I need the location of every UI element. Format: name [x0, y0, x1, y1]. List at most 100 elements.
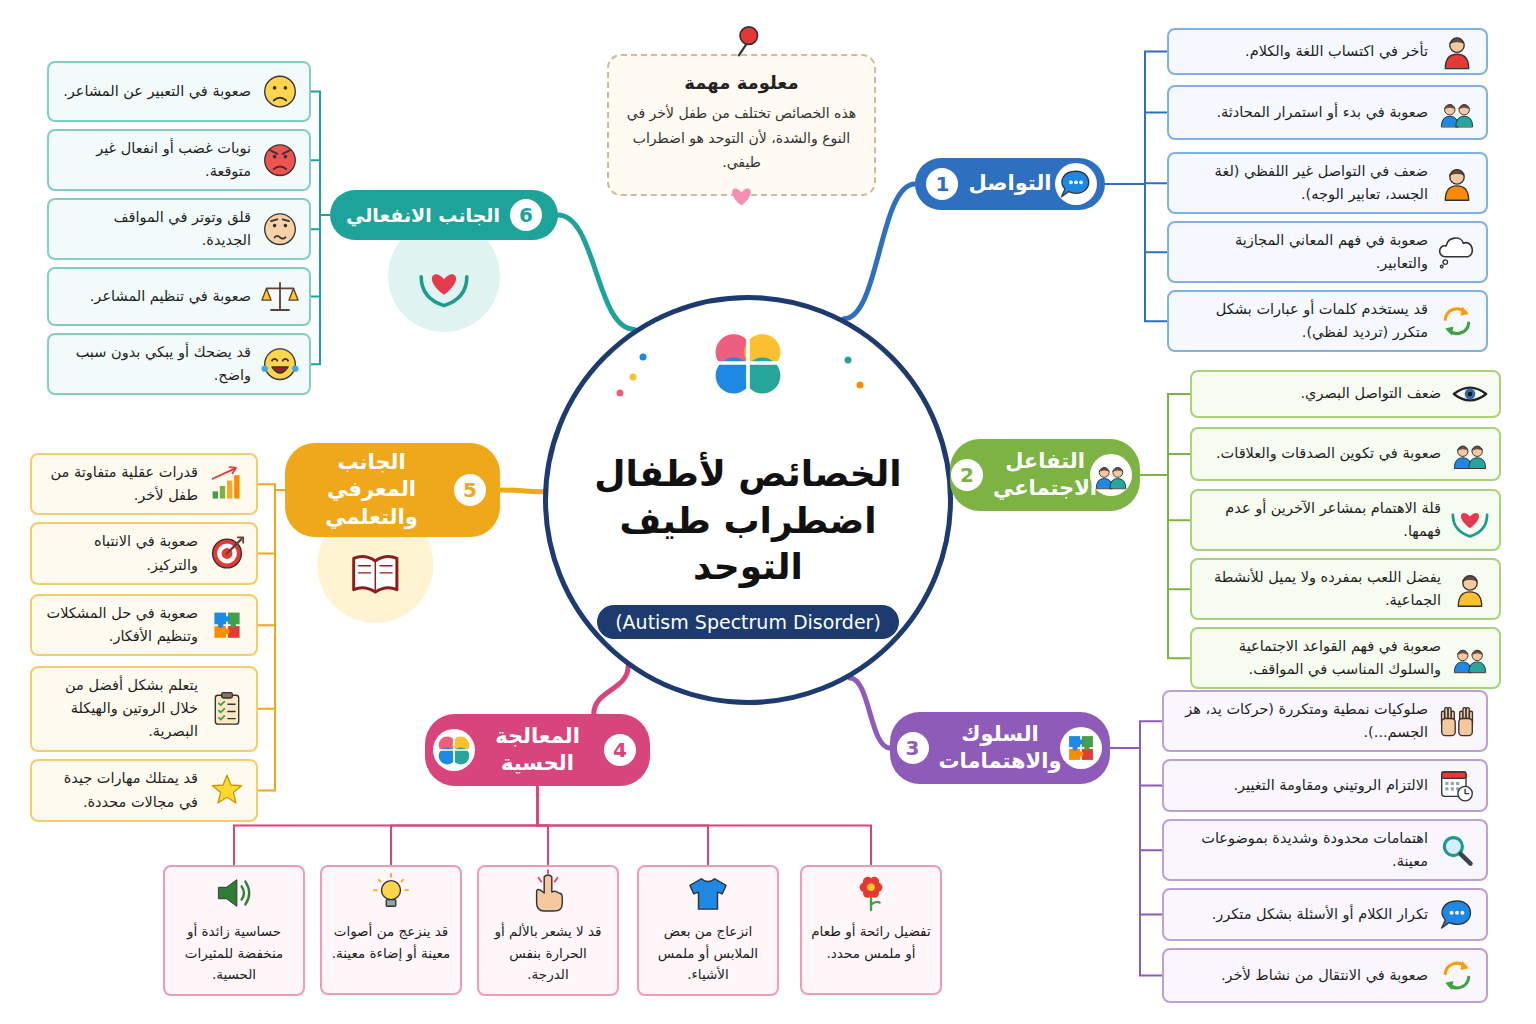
trait-box: صعوبة في حل المشكلات وتنظيم الأفكار. — [30, 594, 258, 656]
icon-part — [228, 711, 235, 712]
branch-connector — [1140, 394, 1190, 475]
icon-part — [262, 366, 268, 372]
icon-part — [1459, 105, 1469, 115]
icon-part — [267, 283, 294, 310]
branch-connector — [844, 184, 915, 319]
icon-part — [228, 704, 235, 705]
icon-part — [1451, 787, 1454, 790]
branch-connector — [258, 490, 285, 554]
icon-part — [537, 875, 563, 911]
icon-part — [744, 334, 780, 370]
icon-part — [1449, 323, 1469, 334]
icon-part — [1458, 446, 1468, 450]
icon-part — [1445, 186, 1468, 200]
icon-part — [1445, 782, 1448, 785]
branch-connector — [234, 786, 538, 865]
bars-icon — [213, 467, 240, 499]
icon-part — [262, 288, 298, 300]
people-icon — [1454, 446, 1485, 468]
branch-label: التواصل — [968, 170, 1051, 197]
icon-part — [1468, 392, 1473, 397]
icon-part — [1445, 105, 1455, 115]
bubble-icon — [1442, 901, 1471, 928]
icon-part — [1472, 446, 1482, 456]
icon-part — [270, 150, 290, 154]
trait-box: صعوبة في فهم القواعد الاجتماعية والسلوك … — [1190, 627, 1501, 689]
icon-part — [227, 481, 232, 499]
icon-part — [1451, 782, 1454, 785]
icon-part — [1458, 592, 1481, 606]
trait-text: ضعف التواصل البصري. — [1204, 382, 1441, 405]
icon-part — [1449, 977, 1469, 988]
branch-pill: 2التفاعل الاجتماعي — [950, 439, 1140, 511]
pin-icon — [739, 27, 758, 56]
trait-box: صلوكيات نمطية ومتكررة (حركات يد، هز الجس… — [1162, 690, 1488, 752]
icon-part — [870, 888, 880, 898]
callout-number: 6 — [510, 199, 542, 231]
icon-part — [354, 557, 397, 593]
icon-part — [1461, 307, 1469, 316]
icon-part — [1448, 708, 1451, 722]
icon-part — [1450, 170, 1464, 184]
icon-part — [716, 334, 781, 393]
icon-part — [1442, 711, 1445, 725]
cloud-icon — [1440, 238, 1473, 268]
center-circle: الخصائص لأطفال اضطراب طيف التوحد(Autism … — [543, 295, 953, 705]
trait-text: قد يضحك أو يبكي بدون سبب واضح. — [61, 341, 251, 387]
icon-part — [716, 358, 752, 394]
branch-connector — [538, 786, 709, 865]
branch-label: التفاعل الاجتماعي — [993, 448, 1097, 503]
edge-layer — [234, 52, 1190, 976]
icon-part — [359, 561, 393, 592]
note-heading: معلومة مهمة — [625, 72, 858, 93]
icon-part — [386, 900, 396, 907]
trait-box: تكرار الكلام أو الأسئلة بشكل متكرر. — [1162, 888, 1488, 941]
trait-text: تكرار الكلام أو الأسئلة بشكل متكرر. — [1176, 903, 1428, 926]
branch-connector — [1110, 721, 1162, 748]
icon-part — [1454, 388, 1486, 401]
trait-text: تفضيل رائحة أو طعام أو ملمس محدد. — [810, 921, 932, 964]
face-icon — [265, 214, 296, 245]
icon-part — [228, 718, 235, 719]
branch-connector — [1110, 748, 1162, 786]
hands-icon — [1442, 708, 1473, 736]
icon-part — [1082, 749, 1093, 760]
trait-box: قد يمتلك مهارات جيدة في مجالات محددة. — [30, 759, 258, 822]
scale-icon — [262, 283, 298, 310]
trait-box: اهتمامات محدودة وشديدة بموضوعات معينة. — [1162, 819, 1488, 881]
trait-text: صعوبة في تنظيم المشاعر. — [61, 285, 251, 308]
puzzle-icon — [214, 613, 239, 638]
trait-box: قد ينزعج من أصوات معينة أو إضاءة معينة. — [320, 865, 462, 995]
trait-box: قلق وتوتر في المواقف الجديدة. — [47, 198, 311, 260]
trait-text: قلة الاهتمام بمشاعر الآخرين أو عدم فهمها… — [1204, 497, 1441, 543]
trait-box: تفضيل رائحة أو طعام أو ملمس محدد. — [800, 865, 942, 995]
trait-text: قد لا يشعر بالألم أو الحرارة بنفس الدرجة… — [487, 921, 609, 986]
branch-label: الجانب الانفعالي — [346, 203, 500, 228]
icon-part — [228, 626, 240, 638]
branch-connector — [538, 786, 549, 865]
icon-part — [1079, 180, 1083, 184]
icon-part — [220, 486, 225, 499]
icon-part — [1451, 711, 1454, 725]
icon-part — [284, 224, 288, 228]
trait-box: صعوبة في فهم المعاني المجازية والتعابير. — [1167, 221, 1488, 283]
branch-connector — [311, 160, 330, 215]
icon-part — [265, 76, 296, 107]
flower-icon — [860, 877, 883, 910]
icon-part — [1459, 718, 1473, 735]
icon-part — [374, 874, 408, 890]
branch-connector — [258, 490, 285, 709]
icon-part — [1455, 911, 1459, 915]
brain-icon — [716, 334, 781, 393]
icon-part — [873, 883, 883, 893]
icon-part — [845, 357, 852, 364]
icon-part — [439, 736, 470, 764]
trait-box: قدرات عقلية متفاوتة من طفل لأخر. — [30, 453, 258, 515]
trait-box: الالتزام الروتيني ومقاومة التغيير. — [1162, 759, 1488, 812]
branch-connector — [311, 215, 330, 364]
branch-connector — [594, 666, 628, 714]
trait-box: قد يضحك أو يبكي بدون سبب واضح. — [47, 333, 311, 395]
trait-text: يفضل اللعب بمفرده ولا يميل للأنشطة الجما… — [1204, 566, 1441, 612]
icon-part — [1440, 265, 1443, 268]
icon-part — [1456, 116, 1473, 126]
